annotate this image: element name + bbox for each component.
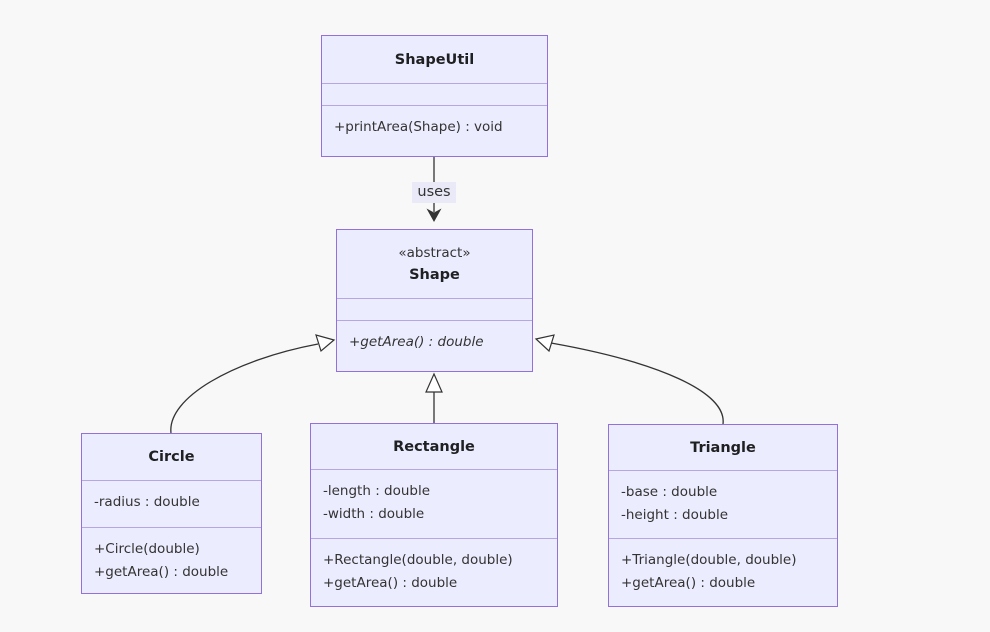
class-methods: +Circle(double) +getArea() : double: [82, 527, 261, 593]
class-annotation: «abstract»: [398, 245, 471, 261]
inheritance-edge-rectangle-shape: [425, 372, 443, 423]
class-title: ShapeUtil: [322, 36, 547, 83]
method-row: +Rectangle(double, double): [323, 552, 513, 568]
method-row: +getArea() : double: [323, 575, 458, 591]
method-row: +getArea() : double: [621, 575, 756, 591]
class-name: Circle: [148, 449, 195, 465]
inheritance-edge-circle-shape: [170, 334, 336, 434]
method-row: +getArea() : double: [94, 564, 229, 580]
attribute-row: -height : double: [621, 507, 729, 523]
class-attributes: -radius : double: [82, 480, 261, 527]
class-methods: +Triangle(double, double) +getArea() : d…: [609, 538, 837, 606]
attribute-row: -width : double: [323, 506, 425, 522]
class-title: Rectangle: [311, 424, 557, 469]
class-attributes: [322, 83, 547, 105]
class-title: Circle: [82, 434, 261, 480]
attribute-row: -length : double: [323, 483, 431, 499]
dependency-arrowhead-icon: [426, 208, 442, 222]
class-name: Rectangle: [393, 438, 475, 455]
class-title: Triangle: [609, 425, 837, 470]
class-shapeutil: ShapeUtil +printArea(Shape) : void: [321, 35, 548, 157]
class-methods: +getArea() : double: [337, 320, 532, 371]
class-attributes: [337, 298, 532, 320]
class-shape: «abstract» Shape +getArea() : double: [336, 229, 533, 372]
attribute-row: -radius : double: [94, 494, 200, 510]
class-name: ShapeUtil: [394, 51, 475, 68]
class-attributes: -length : double -width : double: [311, 469, 557, 538]
class-circle: Circle -radius : double +Circle(double) …: [81, 433, 262, 594]
class-attributes: -base : double -height : double: [609, 470, 837, 538]
method-row: +printArea(Shape) : void: [334, 119, 503, 135]
class-title: «abstract» Shape: [337, 230, 532, 298]
attribute-row: -base : double: [621, 484, 718, 500]
edge-label-uses: uses: [412, 182, 456, 203]
method-row: +Circle(double): [94, 541, 200, 557]
inheritance-edge-triangle-shape: [534, 334, 724, 425]
method-row: +getArea() : double: [349, 334, 484, 350]
hollow-triangle-arrowhead-icon: [315, 334, 336, 353]
class-name: Triangle: [690, 439, 756, 456]
class-name: Shape: [409, 267, 460, 283]
class-rectangle: Rectangle -length : double -width : doub…: [310, 423, 558, 607]
class-triangle: Triangle -base : double -height : double…: [608, 424, 838, 607]
method-row: +Triangle(double, double): [621, 552, 797, 568]
hollow-triangle-arrowhead-icon: [425, 372, 443, 393]
class-methods: +printArea(Shape) : void: [322, 105, 547, 156]
hollow-triangle-arrowhead-icon: [534, 334, 555, 353]
class-methods: +Rectangle(double, double) +getArea() : …: [311, 538, 557, 606]
